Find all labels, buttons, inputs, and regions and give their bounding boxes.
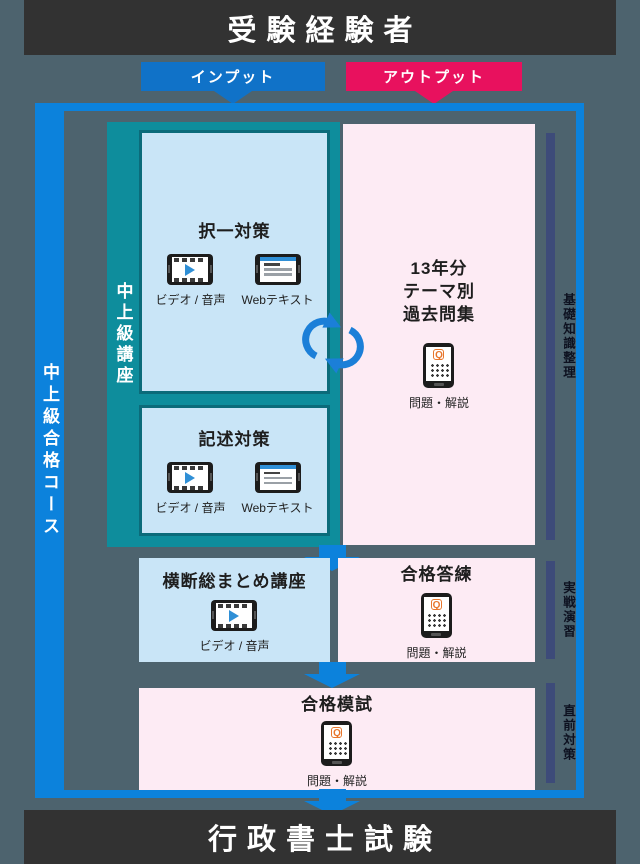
- play-icon: [185, 263, 196, 276]
- media-item-video: ビデオ / 音声: [155, 462, 225, 516]
- quiz-phone-icon: Q: [423, 342, 455, 388]
- past-questions-title: 13年分 テーマ別 過去問集: [403, 259, 475, 324]
- video-device-icon: [167, 253, 214, 285]
- phase-label: 基礎知識整理: [561, 293, 575, 380]
- video-label: ビデオ / 音声: [199, 638, 270, 653]
- phase-final-prep: 直前対策: [546, 683, 578, 783]
- phase-label: 実戦演習: [561, 581, 575, 639]
- question-badge: Q: [430, 598, 442, 611]
- input-ribbon-arrow-tip: [214, 91, 252, 104]
- media-items: ビデオ / 音声 Webテキスト: [155, 253, 314, 308]
- answer-practice-box: 合格答練 Q 問題・解説: [338, 558, 535, 662]
- answer-grid: [428, 361, 449, 377]
- webtext-device-icon: [254, 462, 301, 493]
- input-ribbon: インプット: [141, 62, 325, 104]
- phase-bar: [546, 683, 555, 783]
- video-label: ビデオ / 音声: [155, 292, 226, 307]
- mock-exam-title: 合格模試: [301, 694, 373, 714]
- media-item-quiz: Q 問題・解説: [306, 720, 367, 789]
- media-item-video: ビデオ / 音声: [199, 599, 270, 654]
- quiz-phone-icon: Q: [420, 592, 452, 638]
- play-icon: [229, 609, 240, 622]
- quiz-phone-icon: Q: [321, 720, 353, 766]
- media-item-quiz: Q 問題・解説: [408, 342, 469, 411]
- phase-practical-exercise: 実戦演習: [546, 561, 578, 659]
- webtext-label: Webテキスト: [241, 501, 314, 515]
- phase-bar: [546, 561, 555, 659]
- exam-banner-label: 行政書士試験: [207, 824, 442, 856]
- media-items: ビデオ / 音声 Webテキスト: [155, 462, 314, 516]
- webtext-device-icon: [254, 253, 301, 285]
- output-ribbon-arrow-tip: [415, 91, 453, 104]
- phase-basic-knowledge: 基礎知識整理: [546, 133, 578, 540]
- multiple-choice-box: 択一対策 ビデオ / 音声: [139, 130, 330, 394]
- written-answer-box: 記述対策 ビデオ / 音声: [139, 405, 330, 536]
- phase-label: 直前対策: [561, 704, 575, 762]
- program-label-strip: 中上級講座: [107, 122, 139, 547]
- media-item-webtext: Webテキスト: [241, 462, 314, 516]
- answer-practice-title: 合格答練: [400, 564, 473, 584]
- down-arrow-icon: [304, 662, 360, 688]
- audience-banner: 受験経験者: [24, 0, 616, 55]
- audience-banner-label: 受験経験者: [227, 14, 423, 47]
- program-label: 中上級講座: [113, 282, 133, 387]
- quiz-label: 問題・解説: [406, 645, 467, 660]
- media-item-video: ビデオ / 音声: [155, 253, 226, 308]
- video-device-icon: [211, 599, 258, 631]
- multiple-choice-title: 択一対策: [198, 221, 271, 241]
- media-item-webtext: Webテキスト: [241, 253, 314, 308]
- home-button: [431, 633, 442, 636]
- quiz-label: 問題・解説: [408, 395, 469, 410]
- video-device-icon: [167, 462, 214, 493]
- written-answer-title: 記述対策: [198, 430, 271, 449]
- question-badge: Q: [331, 726, 343, 739]
- question-badge: Q: [433, 348, 445, 361]
- media-item-quiz: Q 問題・解説: [406, 592, 467, 661]
- sync-arrows-icon: [302, 312, 364, 374]
- home-button: [433, 383, 444, 386]
- summary-course-box: 横断総まとめ講座 ビデオ / 音声: [139, 558, 330, 662]
- output-ribbon-label: アウトプット: [382, 69, 485, 86]
- answer-grid: [426, 611, 447, 627]
- input-ribbon-label: インプット: [190, 69, 276, 86]
- exam-banner: 行政書士試験: [24, 810, 616, 864]
- summary-course-title: 横断総まとめ講座: [162, 571, 307, 591]
- webtext-label: Webテキスト: [241, 292, 314, 307]
- phase-bar: [546, 133, 555, 540]
- past-questions-box: 13年分 テーマ別 過去問集 Q 問題・解説: [343, 124, 535, 545]
- course-name-label: 中上級合格コース: [40, 362, 59, 539]
- course-name-bar: 中上級合格コース: [35, 103, 64, 798]
- output-ribbon: アウトプット: [346, 62, 522, 104]
- quiz-label: 問題・解説: [306, 773, 367, 788]
- home-button: [331, 761, 342, 764]
- answer-grid: [326, 739, 347, 755]
- mock-exam-box: 合格模試 Q 問題・解説: [139, 688, 535, 790]
- play-icon: [185, 472, 196, 484]
- video-label: ビデオ / 音声: [155, 501, 226, 515]
